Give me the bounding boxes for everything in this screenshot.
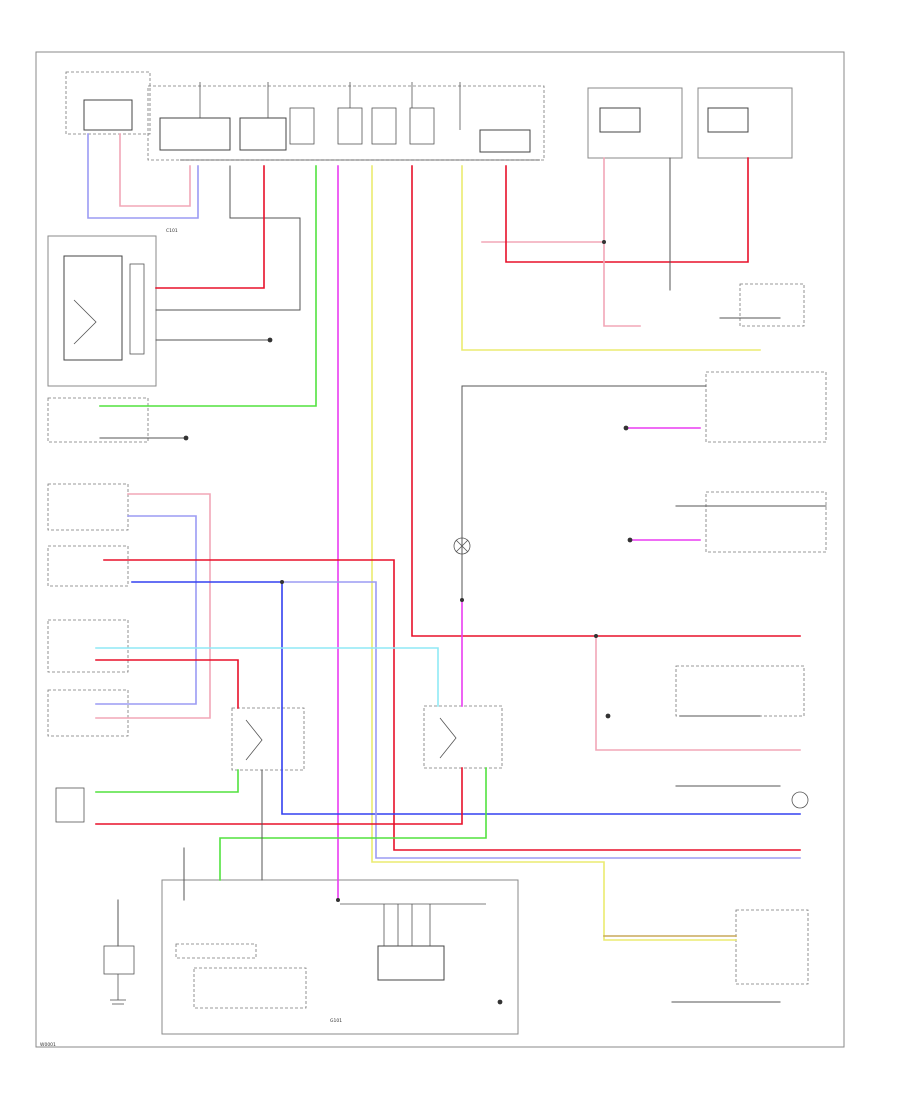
right-switch-boxes	[675, 283, 827, 985]
bottom-left-code: W0001	[40, 1042, 56, 1048]
junction-label: C101	[166, 228, 178, 234]
wire-green-left-relay	[95, 769, 239, 793]
wire-blue-mid-horizontal	[131, 581, 801, 815]
wire-green-right-relay	[219, 767, 487, 881]
center-left-relay	[231, 707, 305, 771]
steering-switch-top-left	[65, 71, 151, 135]
indicator-lamp	[453, 537, 809, 809]
wire-pink-top-left	[119, 133, 191, 207]
splice-points	[183, 240, 633, 1005]
wire-cyan-mid	[95, 647, 439, 707]
ground-point-label: G101	[330, 1018, 342, 1024]
left-switch-panel	[47, 397, 149, 823]
wire-yellow-long	[371, 165, 737, 941]
wire-lavender-left	[95, 515, 197, 705]
center-right-relay	[423, 705, 503, 769]
wire-pink-seat-right-down	[603, 241, 641, 327]
wire-red-left-to-relay	[95, 659, 239, 709]
seat-heater-right	[587, 87, 683, 159]
wire-red-mid-horizontal	[103, 559, 801, 851]
wire-red-right-bus	[411, 165, 801, 637]
under-hood-fuse-box	[147, 82, 545, 161]
wire-lavender-mid-horizontal	[281, 581, 801, 859]
wire-lavender-top-left	[87, 133, 199, 219]
wire-black-top-left	[155, 165, 301, 311]
seat-heater-left	[697, 87, 793, 159]
bottom-control-module	[161, 879, 519, 1035]
wire-green-fuse-to-switch	[99, 165, 317, 407]
diagram-frame	[35, 51, 845, 1048]
wire-red-relay-to-bottom	[95, 767, 463, 825]
wire-black-right-bus	[461, 385, 707, 601]
left-relay-module	[47, 235, 157, 387]
wire-pink-left-switch	[95, 493, 211, 719]
wire-pink-seat-heater	[481, 157, 605, 243]
wire-red-seat-heater	[505, 157, 749, 263]
bottom-left-ground-module	[103, 945, 135, 1005]
wire-pink-bottom-right	[595, 635, 801, 751]
wire-yellow-right	[461, 165, 761, 351]
wire-red-fuse-to-relay	[155, 165, 265, 289]
